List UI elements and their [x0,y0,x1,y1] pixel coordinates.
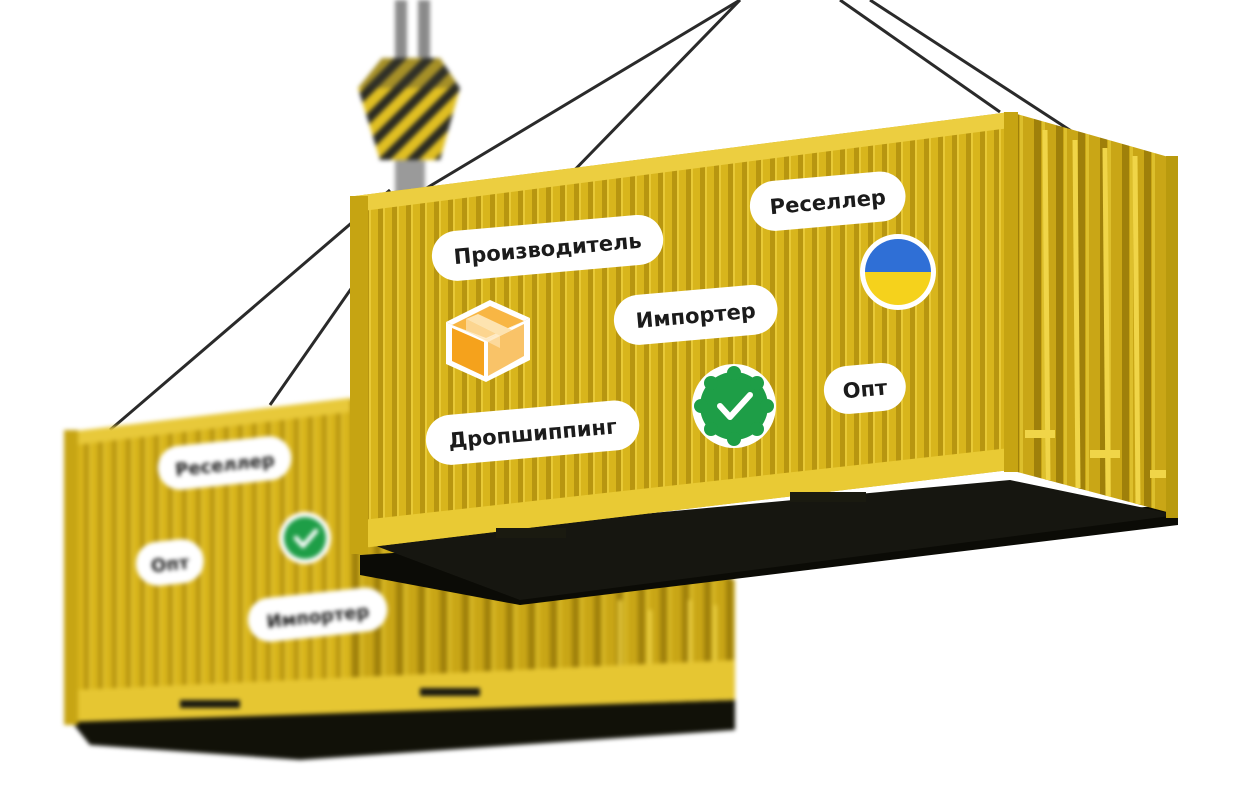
parcel-box-icon [446,300,530,382]
back-label-opt: Опт [135,539,204,586]
back-label-reseller: Реселлер [157,436,292,490]
front-label-dropshipping: Дропшиппинг [425,400,640,465]
front-label-opt: Опт [823,362,906,414]
front-label-importer: Импортер [613,284,778,345]
crane-hook-icon [358,0,460,200]
check-badge-icon [279,512,331,564]
front-label-manufacturer: Производитель [431,214,664,281]
front-label-reseller: Реселлер [749,171,906,231]
front-container: Производитель Реселлер Импортер Опт Дроп… [350,112,1178,605]
check-badge-icon [692,364,776,448]
svg-text:Опт: Опт [842,375,889,403]
back-label-importer: Импортер [247,587,388,642]
svg-text:Опт: Опт [150,552,191,577]
ukraine-flag-icon [860,234,936,310]
